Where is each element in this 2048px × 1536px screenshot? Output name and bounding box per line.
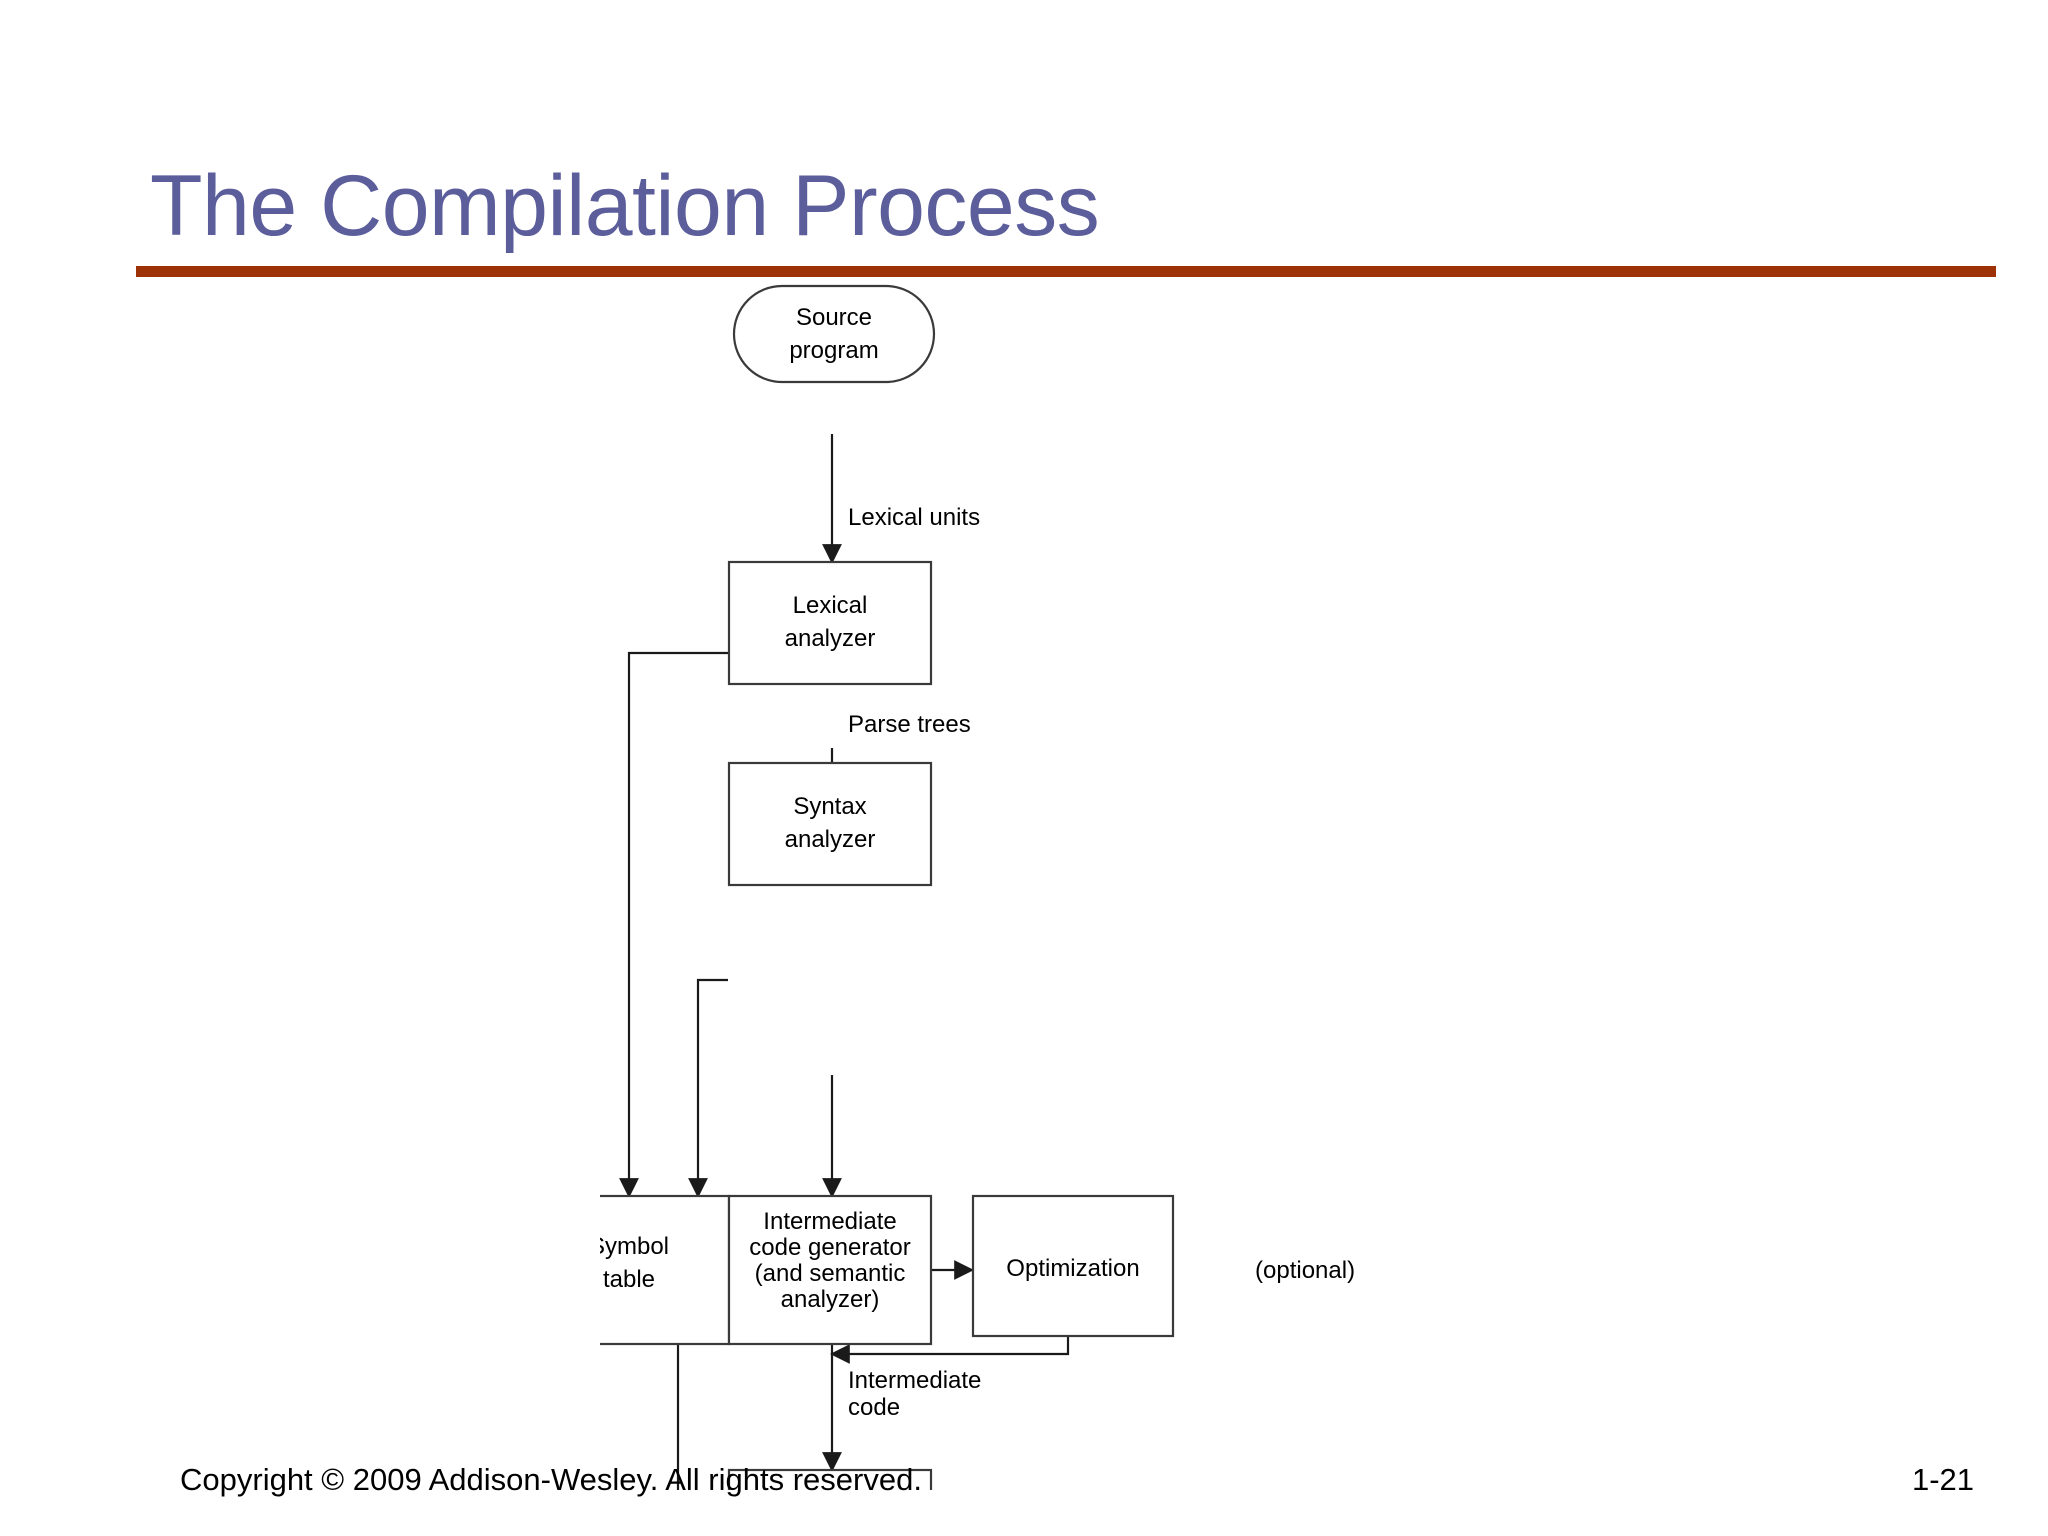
syntax-analyzer-shape bbox=[727, 761, 933, 887]
edge-optimization-feedback bbox=[830, 1336, 1070, 1364]
edge-label-parse-trees: Parse trees bbox=[848, 711, 971, 738]
node-lexical-analyzer[interactable]: Lexical analyzer bbox=[727, 560, 933, 686]
lexical-analyzer-label-line2: analyzer bbox=[785, 625, 876, 652]
intermediate-code-generator-label-line1: Intermediate bbox=[763, 1208, 896, 1235]
intermediate-code-generator-shape bbox=[727, 1194, 933, 1346]
source-program-label-line2: program bbox=[789, 337, 878, 364]
footer-page-number: 1-21 bbox=[1911, 1462, 1974, 1497]
symbol-table-shape bbox=[600, 1194, 731, 1346]
annotation-optional: (optional) bbox=[1255, 1257, 1355, 1284]
compilation-process-diagram: Source program Lexical analyzer Syntax a… bbox=[600, 280, 1600, 1490]
node-symbol-table[interactable]: Symbol table bbox=[600, 1194, 731, 1346]
page-title: The Compilation Process bbox=[150, 157, 1100, 254]
source-program-label-line1: Source bbox=[796, 304, 872, 331]
edge-syntax-to-symbol-table bbox=[688, 978, 728, 1198]
edge-lexical-to-symbol-table bbox=[619, 651, 728, 1198]
intermediate-code-generator-label-line4: analyzer) bbox=[781, 1286, 880, 1313]
footer-copyright: Copyright © 2009 Addison-Wesley. All rig… bbox=[180, 1462, 922, 1497]
intermediate-code-generator-label-line3: (and semantic bbox=[755, 1260, 906, 1287]
diagram-svg: Source program Lexical analyzer Syntax a… bbox=[600, 284, 1355, 1490]
lexical-analyzer-label-line1: Lexical bbox=[793, 592, 868, 619]
node-intermediate-code-generator[interactable]: Intermediate code generator (and semanti… bbox=[727, 1194, 933, 1346]
symbol-table-label-line2: table bbox=[603, 1266, 655, 1293]
optimization-label: Optimization bbox=[1006, 1255, 1139, 1282]
edge-label-lexical-units: Lexical units bbox=[848, 504, 980, 531]
edge-label-intermediate-code-line2: code bbox=[848, 1394, 900, 1421]
optimization-shape bbox=[971, 1194, 1175, 1338]
syntax-analyzer-label-line1: Syntax bbox=[793, 793, 866, 820]
node-code-generator[interactable]: Code generator bbox=[727, 1468, 933, 1490]
symbol-table-label-line1: Symbol bbox=[600, 1233, 669, 1260]
source-program-shape bbox=[732, 284, 936, 384]
node-source-program[interactable]: Source program bbox=[732, 284, 936, 384]
code-generator-shape bbox=[727, 1468, 933, 1490]
edge-symbol-table-to-code-generator bbox=[676, 1344, 680, 1490]
title-divider bbox=[136, 266, 1996, 277]
lexical-analyzer-shape bbox=[727, 560, 933, 686]
intermediate-code-generator-label-line2: code generator bbox=[749, 1234, 910, 1261]
edge-label-intermediate-code-line1: Intermediate bbox=[848, 1367, 981, 1394]
node-syntax-analyzer[interactable]: Syntax analyzer bbox=[727, 761, 933, 887]
syntax-analyzer-label-line2: analyzer bbox=[785, 826, 876, 853]
node-optimization[interactable]: Optimization bbox=[971, 1194, 1175, 1338]
